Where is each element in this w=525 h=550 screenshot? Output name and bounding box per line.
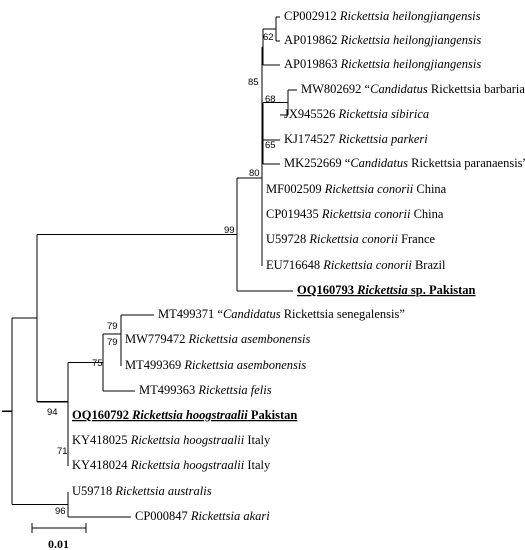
leaf-taxon: Rickettsia hoogstraalii xyxy=(131,408,248,422)
leaf-accession: OQ160792 xyxy=(72,408,132,422)
leaf-label-mt499369: MT499369 Rickettsia asembonensis xyxy=(125,358,306,372)
bootstrap-value: 79 xyxy=(107,337,118,348)
leaf-suffix: Brazil xyxy=(412,258,446,272)
leaf-accession: JX945526 xyxy=(284,107,339,121)
leaf-taxon: Rickettsia sibirica xyxy=(338,107,430,121)
leaf-suffix: France xyxy=(398,232,436,246)
bootstrap-value: 75 xyxy=(92,358,103,369)
leaf-prefix: “ xyxy=(365,82,371,96)
leaf-accession: MW802692 xyxy=(301,82,365,96)
bootstrap-value: 65 xyxy=(265,140,276,151)
leaf-accession: EU716648 xyxy=(266,258,323,272)
leaf-accession: CP002912 xyxy=(284,9,340,23)
leaf-label-u59728: U59728 Rickettsia conorii France xyxy=(266,232,436,246)
leaf-label-oq160793: OQ160793 Rickettsia sp. Pakistan xyxy=(297,283,476,297)
bootstrap-value: 71 xyxy=(57,446,68,457)
leaf-taxon: Rickettsia hoogstraalii xyxy=(130,458,245,472)
leaf-label-cp000847: CP000847 Rickettsia akari xyxy=(135,509,270,523)
leaf-taxon: Rickettsia heilongjiangensis xyxy=(340,57,482,71)
bootstrap-value: 94 xyxy=(47,407,58,418)
scale-bar: 0.01 xyxy=(31,523,87,550)
bootstrap-value: 85 xyxy=(248,77,259,88)
scale-bar-label: 0.01 xyxy=(48,537,69,550)
bootstrap-value: 99 xyxy=(224,225,235,236)
leaf-taxon: Candidatus xyxy=(223,307,281,321)
leaf-suffix: Rickettsia paranaensis” xyxy=(408,156,525,170)
leaf-taxon: Rickettsia conorii xyxy=(308,232,398,246)
leaf-label-mf002509: MF002509 Rickettsia conorii China xyxy=(266,182,447,196)
leaf-taxon: Rickettsia conorii xyxy=(322,258,412,272)
leaf-taxon: Rickettsia asembonensis xyxy=(188,332,311,346)
leaf-taxon: Rickettsia hoogstraalii xyxy=(130,433,245,447)
leaf-taxon: Rickettsia heilongjiangensis xyxy=(339,9,481,23)
leaf-taxon: Rickettsia conorii xyxy=(324,182,414,196)
bootstrap-value: 96 xyxy=(55,506,66,517)
leaf-suffix: Rickettsia senegalensis” xyxy=(281,307,405,321)
leaf-label-oq160792: OQ160792 Rickettsia hoogstraalii Pakista… xyxy=(72,408,297,422)
leaf-taxon: Rickettsia conorii xyxy=(321,207,411,221)
bootstrap-value: 80 xyxy=(249,168,260,179)
leaf-label-ky418024: KY418024 Rickettsia hoogstraalii Italy xyxy=(72,458,271,472)
leaf-label-jx945526: JX945526 Rickettsia sibirica xyxy=(284,107,429,121)
leaf-accession: KY418025 xyxy=(72,433,131,447)
leaf-label-mt499363: MT499363 Rickettsia felis xyxy=(139,383,272,397)
leaf-label-mw779472: MW779472 Rickettsia asembonensis xyxy=(125,332,311,346)
leaf-suffix: China xyxy=(413,182,446,196)
leaf-accession: U59728 xyxy=(266,232,309,246)
leaf-label-kj174527: KJ174527 Rickettsia parkeri xyxy=(284,132,428,146)
leaf-accession: KY418024 xyxy=(72,458,131,472)
leaf-accession: CP019435 xyxy=(266,207,322,221)
leaf-label-eu716648: EU716648 Rickettsia conorii Brazil xyxy=(266,258,446,272)
leaf-suffix: Italy xyxy=(244,458,271,472)
leaf-label-ky418025: KY418025 Rickettsia hoogstraalii Italy xyxy=(72,433,271,447)
bootstrap-values: 62 85 68 65 80 99 79 79 75 94 71 96 xyxy=(47,32,276,517)
leaf-suffix: China xyxy=(410,207,443,221)
bootstrap-value: 79 xyxy=(107,321,118,332)
bootstrap-value: 62 xyxy=(263,32,274,43)
leaf-label-ap019863: AP019863 Rickettsia heilongjiangensis xyxy=(284,57,481,71)
bootstrap-value: 68 xyxy=(265,94,276,105)
leaf-accession: MF002509 xyxy=(266,182,325,196)
leaf-taxon: Rickettsia heilongjiangensis xyxy=(340,33,482,47)
leaf-accession: U59718 xyxy=(72,484,115,498)
leaf-suffix: Pakistan xyxy=(248,408,298,422)
leaf-label-ap019862: AP019862 Rickettsia heilongjiangensis xyxy=(284,33,481,47)
leaf-label-cp019435: CP019435 Rickettsia conorii China xyxy=(266,207,444,221)
leaf-accession: MW779472 xyxy=(125,332,189,346)
leaf-labels: CP002912 Rickettsia heilongjiangensisAP0… xyxy=(72,9,525,523)
leaf-accession: MT499363 xyxy=(139,383,198,397)
leaf-accession: MT499371 xyxy=(158,307,217,321)
leaf-taxon: Candidatus xyxy=(370,82,428,96)
leaf-label-mt499371: MT499371 “Candidatus Rickettsia senegale… xyxy=(158,307,405,321)
leaf-accession: AP019863 xyxy=(284,57,341,71)
leaf-suffix: sp. Pakistan xyxy=(408,283,476,297)
leaf-accession: MT499369 xyxy=(125,358,184,372)
leaf-taxon: Candidatus xyxy=(350,156,408,170)
leaf-suffix: Italy xyxy=(244,433,271,447)
leaf-label-mw802692: MW802692 “Candidatus Rickettsia barbaria… xyxy=(301,82,525,96)
leaf-accession: AP019862 xyxy=(284,33,341,47)
leaf-label-u59718: U59718 Rickettsia australis xyxy=(72,484,212,498)
leaf-taxon: Rickettsia felis xyxy=(197,383,271,397)
leaf-prefix: “ xyxy=(345,156,351,170)
leaf-accession: MK252669 xyxy=(284,156,345,170)
leaf-taxon: Rickettsia akari xyxy=(190,509,270,523)
leaf-taxon: Rickettsia parkeri xyxy=(338,132,429,146)
leaf-accession: CP000847 xyxy=(135,509,191,523)
leaf-label-mk252669: MK252669 “Candidatus Rickettsia paranaen… xyxy=(284,156,525,170)
leaf-accession: OQ160793 xyxy=(297,283,357,297)
leaf-accession: KJ174527 xyxy=(284,132,339,146)
leaf-suffix: Rickettsia barbariae” xyxy=(428,82,525,96)
leaf-taxon: Rickettsia australis xyxy=(114,484,211,498)
leaf-prefix: “ xyxy=(217,307,223,321)
leaf-label-cp002912: CP002912 Rickettsia heilongjiangensis xyxy=(284,9,481,23)
tree-branches xyxy=(2,16,297,518)
leaf-taxon: Rickettsia asembonensis xyxy=(183,358,306,372)
leaf-taxon: Rickettsia xyxy=(356,283,408,297)
